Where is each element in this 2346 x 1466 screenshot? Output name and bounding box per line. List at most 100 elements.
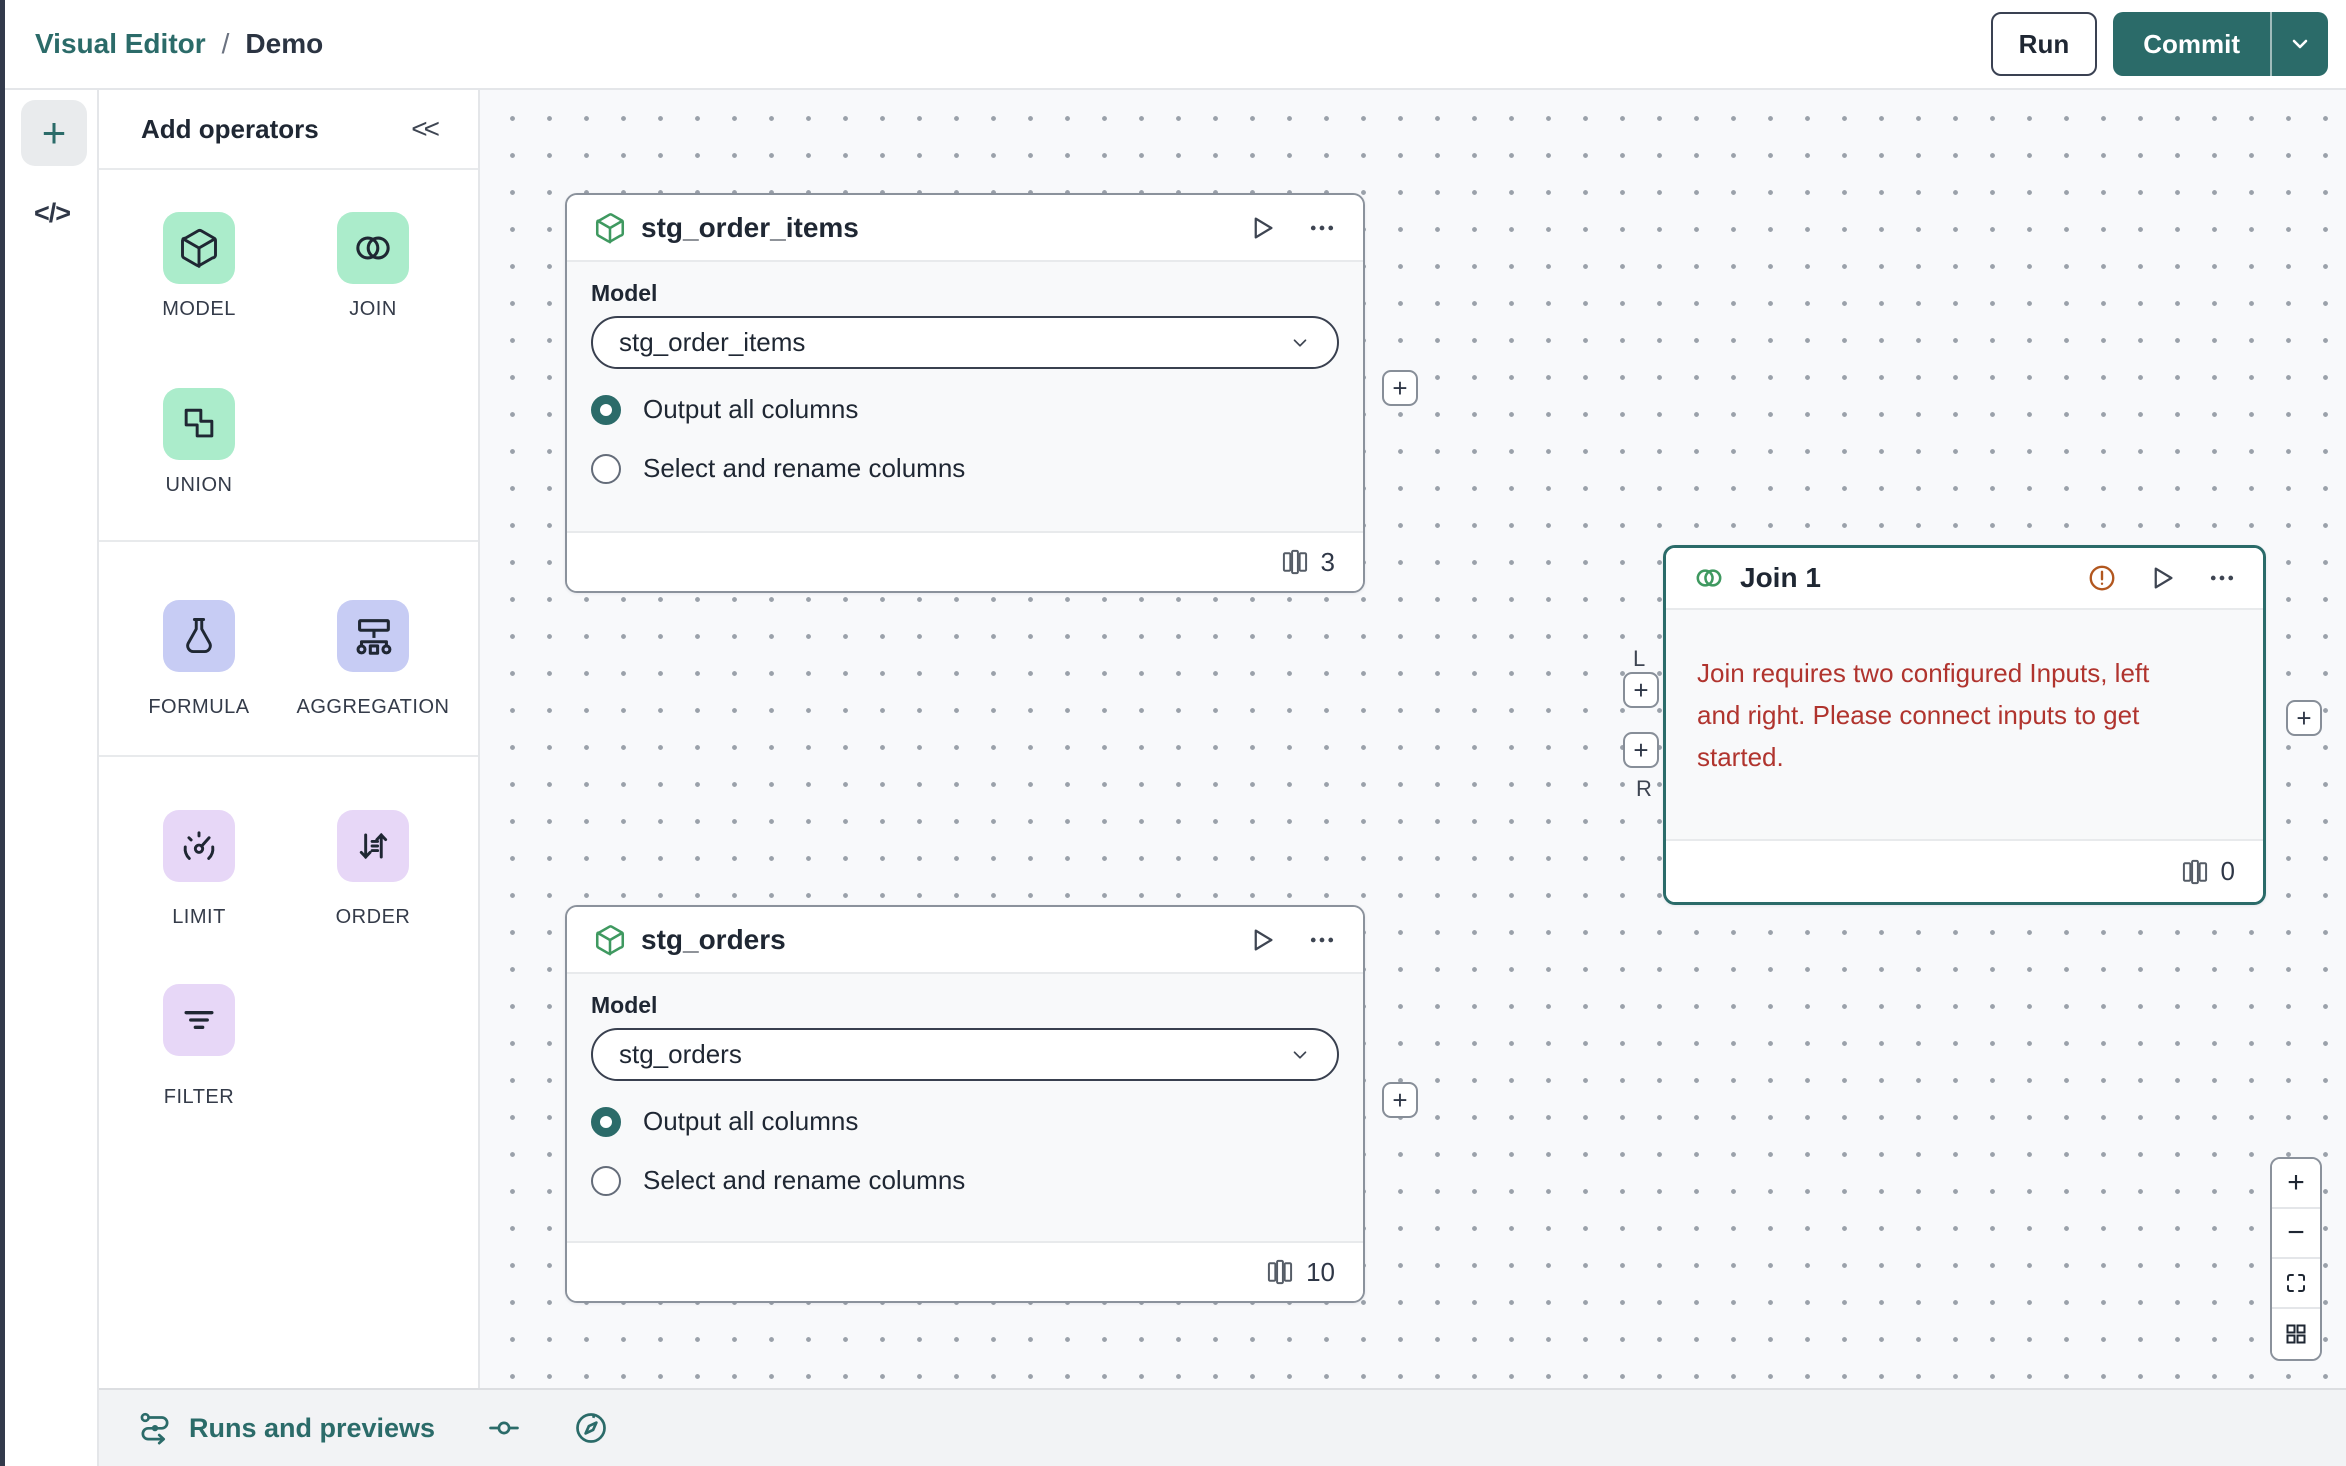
layout-grid-button[interactable] <box>2272 1309 2320 1359</box>
play-button[interactable] <box>2147 563 2177 593</box>
play-icon <box>1254 929 1273 950</box>
node-stg-order-items[interactable]: stg_order_items Model stg_order_items Ou… <box>565 193 1365 593</box>
breadcrumb: Visual Editor / Demo <box>35 28 323 60</box>
operator-aggregation-tile[interactable] <box>337 600 409 672</box>
radio-selected-icon[interactable] <box>591 1106 621 1137</box>
cube-icon <box>595 924 625 955</box>
node-title: Join 1 <box>1740 562 1821 593</box>
operators-panel-title: Add operators <box>141 113 319 144</box>
more-options-button[interactable] <box>1307 925 1337 955</box>
radio-output-all[interactable]: Output all columns <box>591 1106 858 1137</box>
add-operators-panel: Add operators << MODEL JOIN UNION FORMUL… <box>99 90 480 1388</box>
fit-view-button[interactable] <box>2272 1259 2320 1309</box>
operator-limit-tile[interactable] <box>163 810 235 882</box>
operator-limit-label: LIMIT <box>172 906 226 928</box>
join-left-input-label: L <box>1633 646 1646 671</box>
column-count: 3 <box>1320 546 1335 577</box>
venn-icon <box>356 236 390 260</box>
join-left-input-handle[interactable]: + <box>1623 672 1659 708</box>
explore-button[interactable] <box>573 1410 609 1446</box>
model-field-label: Model <box>591 280 658 306</box>
connect-handle-stg-order-items[interactable]: + <box>1382 370 1418 406</box>
zoom-out-button[interactable]: − <box>2272 1209 2320 1259</box>
connect-handle-stg-orders[interactable]: + <box>1382 1082 1418 1118</box>
column-count: 10 <box>1306 1256 1335 1287</box>
operator-join-tile[interactable] <box>337 212 409 284</box>
node-footer: 10 <box>567 1241 1363 1301</box>
node-footer: 0 <box>1666 839 2263 902</box>
cube-icon <box>181 228 217 268</box>
operator-union-tile[interactable] <box>163 388 235 460</box>
commit-node-button[interactable] <box>487 1411 521 1445</box>
code-view-icon[interactable]: </> <box>33 198 71 228</box>
zoom-in-button[interactable]: + <box>2272 1159 2320 1209</box>
radio-label: Select and rename columns <box>643 453 966 483</box>
bottom-bar: Runs and previews <box>99 1388 2346 1466</box>
node-body: Model stg_orders Output all columns Sele… <box>567 974 1363 1241</box>
more-options-button[interactable] <box>2207 563 2237 593</box>
cube-icon <box>595 212 625 243</box>
ellipsis-icon <box>1310 225 1334 230</box>
filter-icon <box>184 1011 214 1029</box>
join-right-input-label: R <box>1636 776 1652 801</box>
play-button[interactable] <box>1247 213 1277 243</box>
node-actions <box>1247 925 1337 955</box>
fullscreen-icon <box>2287 1274 2305 1292</box>
model-select[interactable]: stg_orders <box>591 1028 1339 1081</box>
panel-divider <box>99 755 478 757</box>
more-options-button[interactable] <box>1307 213 1337 243</box>
ellipsis-icon <box>2210 575 2234 581</box>
commit-dropdown-button[interactable] <box>2270 12 2328 76</box>
radio-select-rename[interactable]: Select and rename columns <box>591 453 965 484</box>
runs-and-previews-tab[interactable]: Runs and previews <box>137 1410 435 1446</box>
connect-handle-join-output[interactable]: + <box>2286 700 2322 736</box>
runs-icon <box>140 1412 169 1445</box>
node-header: stg_orders <box>567 907 1363 974</box>
operator-order-label: ORDER <box>335 906 411 928</box>
radio-select-rename[interactable]: Select and rename columns <box>591 1165 965 1196</box>
model-select[interactable]: stg_order_items <box>591 316 1339 369</box>
radio-label: Output all columns <box>643 1106 859 1136</box>
radio-unselected-icon[interactable] <box>591 453 621 484</box>
radio-label: Select and rename columns <box>643 1165 966 1195</box>
node-header: stg_order_items <box>567 195 1363 262</box>
node-title: stg_order_items <box>641 211 859 243</box>
operator-join-label: JOIN <box>349 298 397 320</box>
run-button[interactable]: Run <box>1990 12 2098 76</box>
play-icon <box>2154 567 2173 589</box>
operator-filter-tile[interactable] <box>163 984 235 1056</box>
chevron-down-icon <box>1293 338 1307 347</box>
node-actions <box>1247 213 1337 243</box>
radio-selected-icon[interactable] <box>591 394 621 425</box>
play-icon <box>1254 217 1273 238</box>
play-button[interactable] <box>1247 925 1277 955</box>
commit-button[interactable]: Commit <box>2113 12 2270 76</box>
radio-output-all[interactable]: Output all columns <box>591 394 858 425</box>
collapse-panel-icon[interactable]: << <box>411 113 440 144</box>
node-header: Join 1 <box>1666 548 2263 610</box>
panel-divider <box>99 540 478 542</box>
operators-panel-header: Add operators << <box>99 90 478 168</box>
operator-formula-tile[interactable] <box>163 600 235 672</box>
panel-divider <box>99 168 478 170</box>
gauge-icon <box>183 831 215 860</box>
add-operator-rail-button[interactable]: + <box>21 100 87 166</box>
aggregation-icon <box>356 619 392 655</box>
operator-model-tile[interactable] <box>163 212 235 284</box>
join-right-input-handle[interactable]: + <box>1623 732 1659 768</box>
chevron-down-icon <box>2292 39 2308 49</box>
radio-label: Output all columns <box>643 394 859 424</box>
node-actions <box>2087 563 2237 593</box>
canvas-zoom-controls: + − <box>2270 1157 2322 1361</box>
node-body: Model stg_order_items Output all columns… <box>567 262 1363 531</box>
node-join-1[interactable]: Join 1 Join requires two configured Inpu… <box>1663 545 2266 905</box>
model-select-value: stg_order_items <box>619 327 806 357</box>
node-stg-orders[interactable]: stg_orders Model stg_orders Output all c… <box>565 905 1365 1303</box>
union-icon <box>184 408 214 438</box>
operator-order-tile[interactable] <box>337 810 409 882</box>
venn-icon <box>1696 569 1722 587</box>
radio-unselected-icon[interactable] <box>591 1165 621 1196</box>
breadcrumb-visual-editor[interactable]: Visual Editor <box>35 28 206 59</box>
columns-icon <box>2182 859 2207 884</box>
